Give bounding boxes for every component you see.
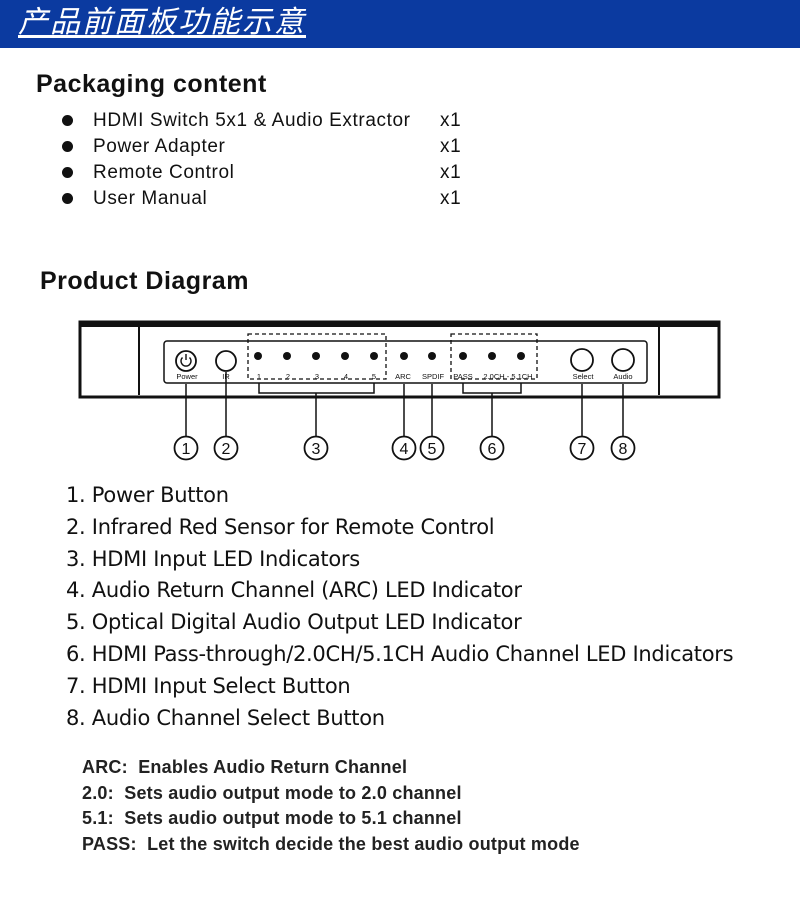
feature-item: 5. Optical Digital Audio Output LED Indi… (66, 610, 522, 635)
header-bar: 产品前面板功能示意 (0, 0, 800, 48)
note-text: Let the switch decide the best audio out… (147, 833, 580, 854)
callout-circle-1 (173, 435, 199, 461)
callout-number-4: 4 (400, 441, 409, 458)
feature-item: 7. HDMI Input Select Button (66, 673, 351, 698)
panel-label-input-3: 3 (315, 372, 319, 381)
led-input-3 (312, 352, 320, 360)
input-led-group (247, 333, 387, 380)
note-text: Enables Audio Return Channel (138, 757, 408, 777)
bullet-icon (62, 115, 73, 126)
panel-label-arc: ARC (395, 372, 411, 381)
panel-label-pass: PASS (453, 372, 472, 381)
note-item: ARC: Enables Audio Return Channel (82, 757, 580, 783)
audio-button[interactable] (611, 348, 635, 372)
led-spdif (428, 352, 436, 360)
note-key: 2.0: (82, 782, 114, 803)
callout-circle-7 (569, 435, 595, 461)
led-input-2 (283, 352, 291, 360)
panel-label-audio: Audio (613, 372, 632, 381)
front-panel-diagram: Power IR 1 2 3 4 5 ARC SPDIF PASS 2.0CH … (78, 320, 721, 461)
feature-item: 6. HDMI Pass-through/2.0CH/5.1CH Audio C… (66, 641, 734, 666)
led-pass (459, 352, 467, 360)
callout-number-8: 8 (619, 441, 628, 458)
packaging-item: Power Adapter x1 (62, 136, 482, 162)
header-title: 产品前面板功能示意 (18, 5, 306, 40)
feature-list: 1. Power Button 2. Infrared Red Sensor f… (66, 483, 734, 737)
feature-item: 8. Audio Channel Select Button (66, 705, 385, 730)
callout-leaders (185, 372, 624, 436)
packaging-item-qty: x1 (440, 110, 462, 131)
note-key: 5.1: (82, 808, 114, 828)
packaging-list: HDMI Switch 5x1 & Audio Extractor x1 Pow… (62, 110, 482, 214)
packaging-item-qty: x1 (440, 136, 462, 157)
diagram-heading: Product Diagram (40, 267, 249, 295)
packaging-item: Remote Control x1 (62, 162, 482, 188)
bullet-icon (62, 193, 73, 204)
feature-item: 3. HDMI Input LED Indicators (66, 546, 360, 571)
callout-circle-3 (303, 435, 329, 461)
callout-number-1: 1 (182, 441, 191, 458)
callout-number-3: 3 (312, 441, 321, 458)
callout-circle-6 (479, 435, 505, 461)
packaging-item-qty: x1 (440, 188, 462, 209)
feature-item: 2. Infrared Red Sensor for Remote Contro… (66, 514, 495, 539)
panel-label-channel: 2.0CH - 5.1CH (483, 372, 532, 381)
led-input-4 (341, 352, 349, 360)
bullet-icon (62, 141, 73, 152)
note-key: ARC: (82, 757, 128, 777)
packaging-item-qty: x1 (440, 162, 462, 183)
panel-label-input-4: 4 (344, 372, 348, 381)
note-item: PASS: Let the switch decide the best aud… (82, 834, 580, 860)
panel-label-power: Power (176, 372, 198, 381)
select-button[interactable] (570, 348, 594, 372)
panel-label-spdif: SPDIF (422, 372, 445, 381)
ir-sensor (215, 350, 237, 372)
led-arc (400, 352, 408, 360)
panel-label-select: Select (573, 372, 595, 381)
packaging-item: HDMI Switch 5x1 & Audio Extractor x1 (62, 110, 482, 136)
panel-label-input-1: 1 (257, 372, 261, 381)
bullet-icon (62, 167, 73, 178)
callout-number-5: 5 (428, 441, 437, 458)
packaging-item-name: User Manual (93, 188, 208, 209)
note-text: Sets audio output mode to 5.1 channel (124, 808, 462, 828)
power-icon (180, 357, 192, 367)
faceplate (163, 340, 648, 384)
note-item: 5.1: Sets audio output mode to 5.1 chann… (82, 808, 580, 834)
feature-item: 1. Power Button (66, 483, 229, 507)
packaging-item-name: Power Adapter (93, 136, 226, 157)
device-top-edge (80, 322, 719, 327)
led-input-5 (370, 352, 378, 360)
audio-led-group (450, 333, 538, 380)
feature-item: 4. Audio Return Channel (ARC) LED Indica… (66, 578, 522, 603)
led-2ch (488, 352, 496, 360)
callout-number-6: 6 (488, 441, 497, 458)
callout-number-2: 2 (222, 441, 231, 458)
notes-list: ARC: Enables Audio Return Channel 2.0: S… (82, 757, 580, 859)
note-item: 2.0: Sets audio output mode to 2.0 chann… (82, 783, 580, 809)
packaging-item-name: Remote Control (93, 162, 235, 183)
packaging-item-name: HDMI Switch 5x1 & Audio Extractor (93, 110, 411, 131)
packaging-item: User Manual x1 (62, 188, 482, 214)
note-text: Sets audio output mode to 2.0 channel (124, 782, 462, 803)
callout-circle-8 (610, 435, 636, 461)
callout-circle-2 (213, 435, 239, 461)
packaging-heading: Packaging content (36, 70, 267, 98)
power-button[interactable] (175, 350, 197, 372)
led-input-1 (254, 352, 262, 360)
callout-circle-4 (391, 435, 417, 461)
callout-number-7: 7 (578, 441, 587, 458)
callout-circle-5 (419, 435, 445, 461)
note-key: PASS: (82, 833, 137, 854)
led-51ch (517, 352, 525, 360)
panel-label-input-5: 5 (372, 372, 376, 381)
panel-label-input-2: 2 (286, 372, 290, 381)
